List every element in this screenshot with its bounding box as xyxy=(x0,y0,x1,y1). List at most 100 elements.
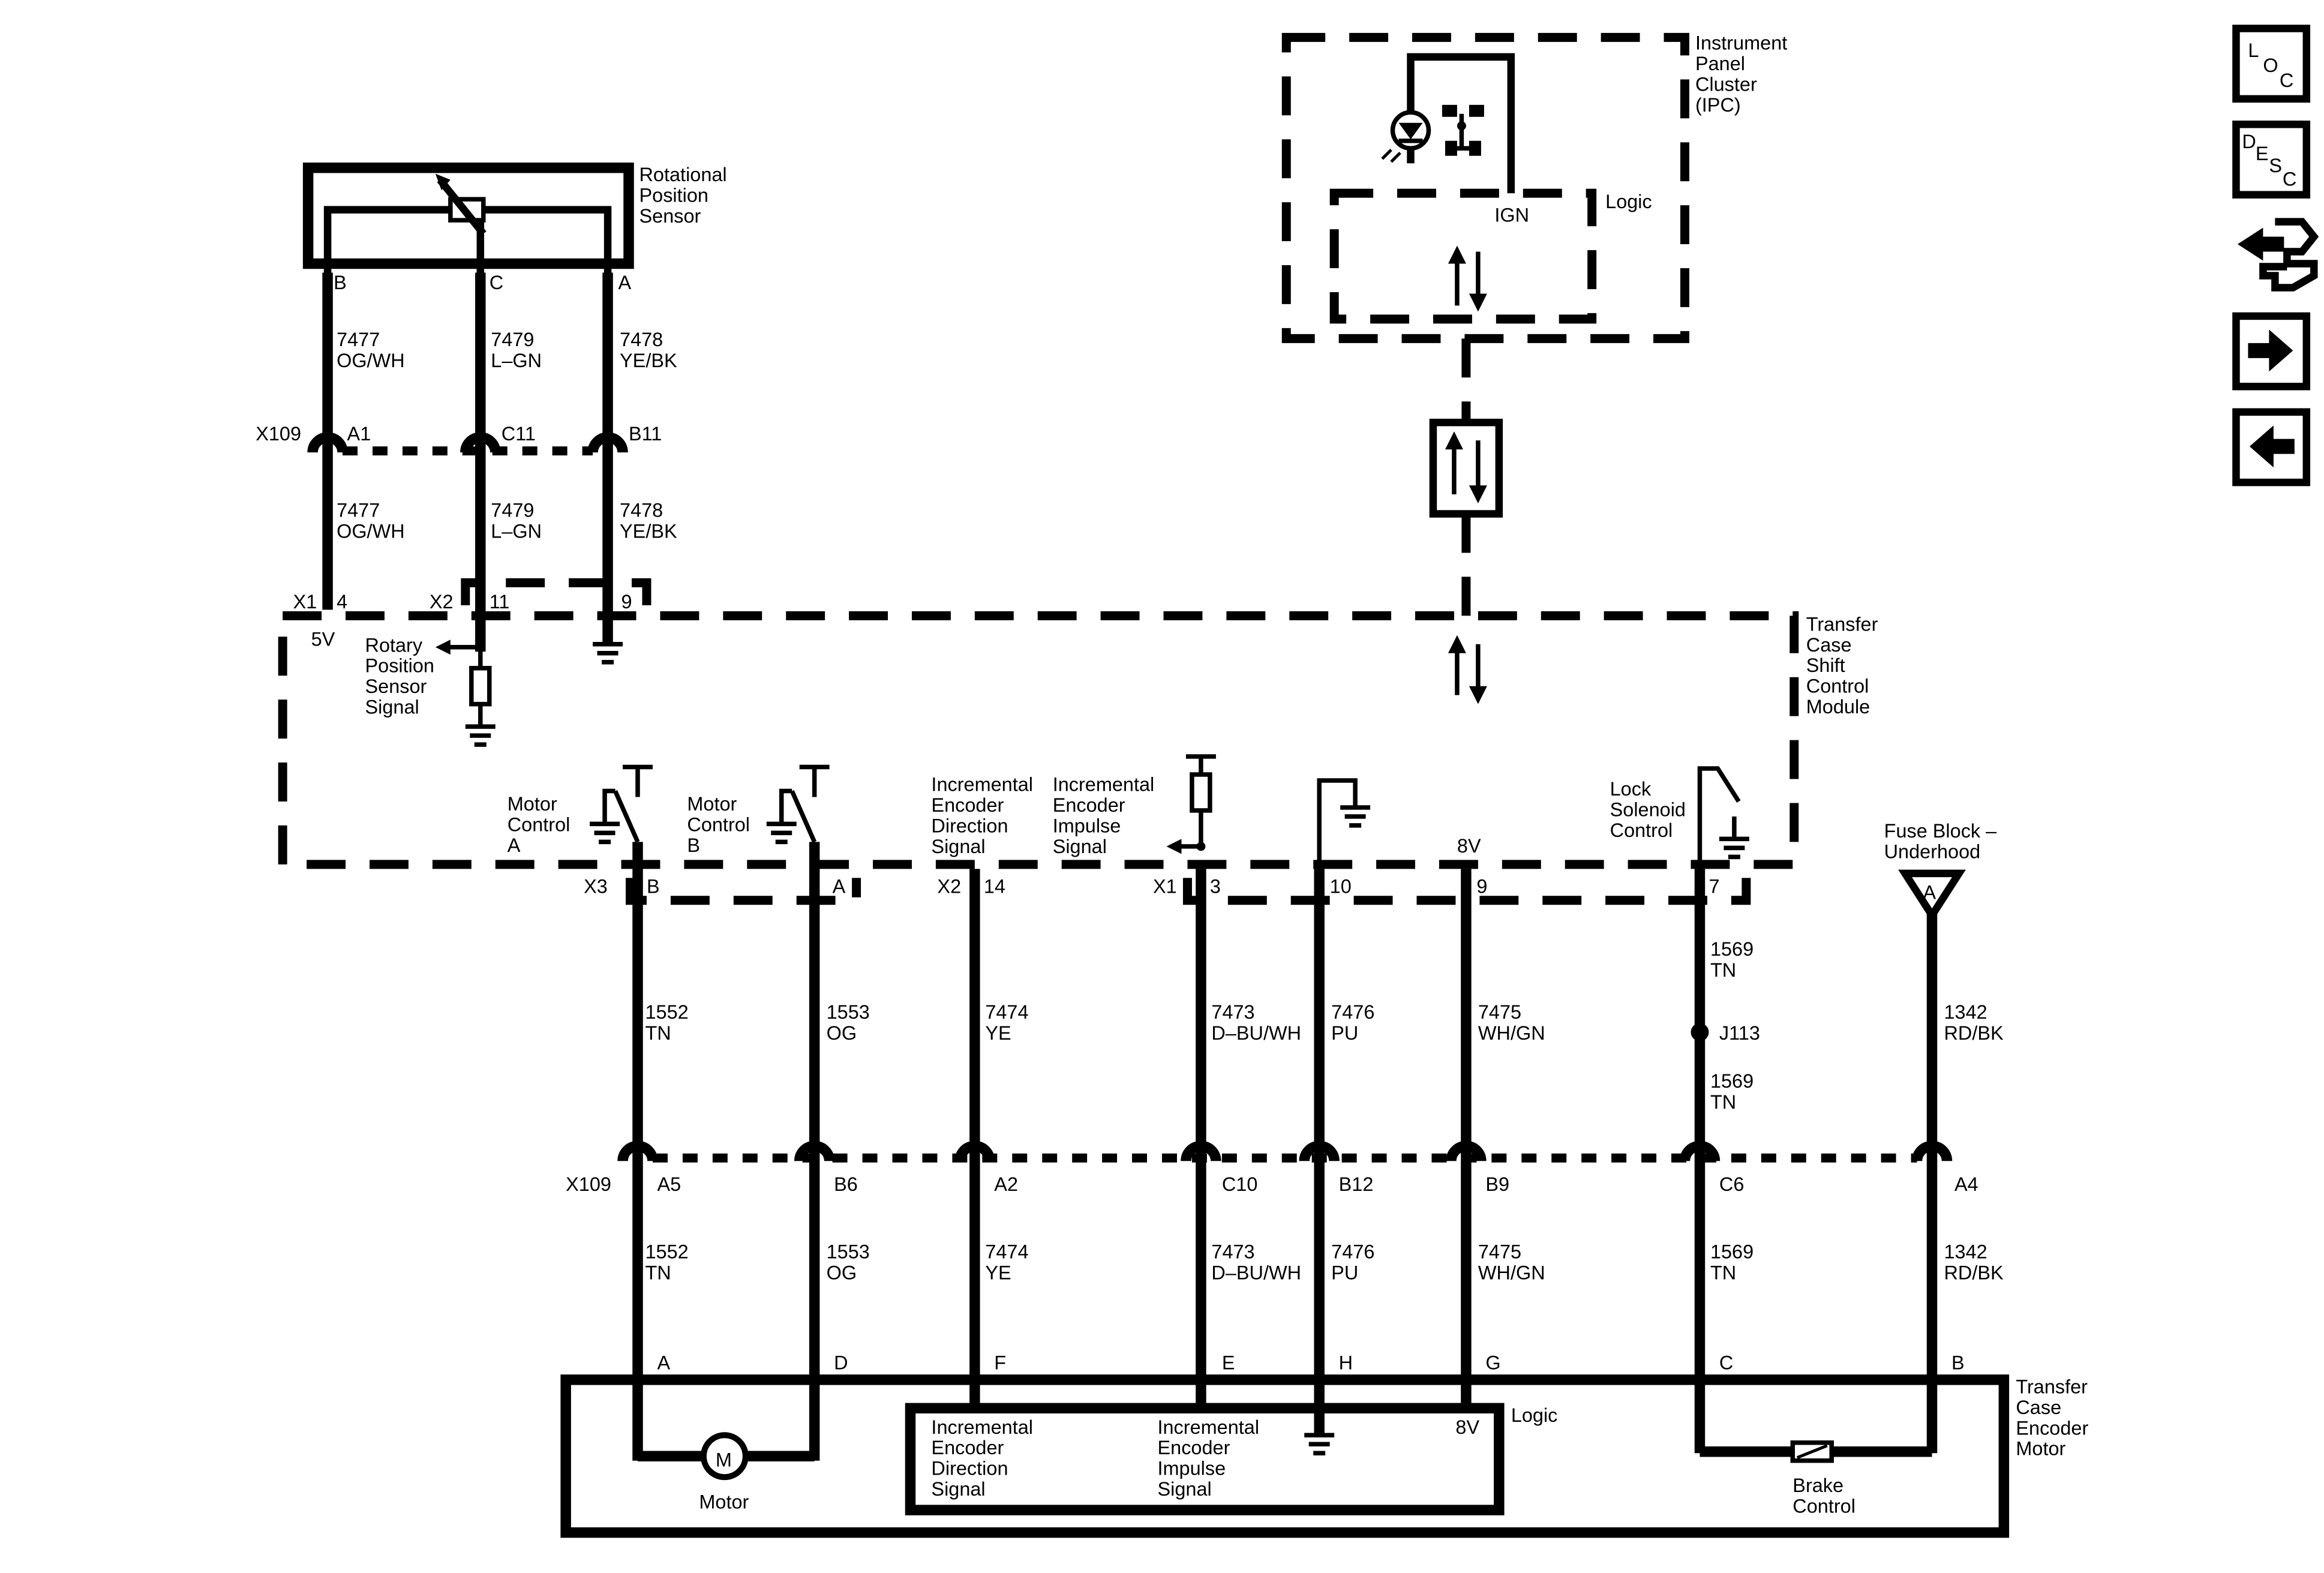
module-8v-label: 8V xyxy=(1457,835,1481,857)
connector-x1-lower-label: X1 xyxy=(1153,875,1177,897)
wire-label-7479-circuit-top: 7479 xyxy=(491,329,534,350)
wire-label-7473-color-bottom: D–BU/WH xyxy=(1211,1262,1301,1284)
wire-label-1552-circuit-bottom: 1552 xyxy=(645,1241,688,1263)
motor-pin-f: F xyxy=(994,1352,1006,1373)
motor-label: Motor xyxy=(699,1491,749,1513)
wire-label-1342-color-bottom: RD/BK xyxy=(1944,1262,2004,1284)
ground-icon xyxy=(593,642,623,665)
previous-page-button[interactable] xyxy=(2232,408,2311,487)
wire-label-1342-circuit-bottom: 1342 xyxy=(1944,1241,1987,1263)
pin-b11: B11 xyxy=(629,423,662,445)
motor-pin-a: A xyxy=(657,1352,670,1373)
wire-label-7476-color-bottom: PU xyxy=(1331,1262,1358,1284)
wire-label-1552-color-bottom: TN xyxy=(645,1262,671,1284)
wire-label-1342-color-top: RD/BK xyxy=(1944,1022,2004,1044)
wire-label-7477-color-bottom: OG/WH xyxy=(337,520,405,542)
wire-label-7476-circuit-top: 7476 xyxy=(1331,1001,1374,1023)
next-page-button[interactable] xyxy=(2232,312,2311,391)
wire-label-7473-color-top: D–BU/WH xyxy=(1211,1022,1301,1044)
wire-label-7476-circuit-bottom: 7476 xyxy=(1331,1241,1374,1263)
wire-label-7475-circuit-top: 7475 xyxy=(1478,1001,1521,1023)
sensor-pin-b: B xyxy=(334,272,347,293)
wire-label-1552-color-top: TN xyxy=(645,1022,671,1044)
motor-pin-c: C xyxy=(1719,1352,1733,1373)
loc-letter-l: L xyxy=(2248,40,2259,61)
pin-b9: B9 xyxy=(1485,1173,1509,1195)
data-arrows-icon xyxy=(1448,635,1487,704)
wire-label-7473-circuit-bottom: 7473 xyxy=(1211,1241,1254,1263)
loc-letter-c: C xyxy=(2280,70,2293,91)
pin-a2: A2 xyxy=(994,1173,1018,1195)
wire-label-7479-color-top: L–GN xyxy=(491,350,542,371)
fuse-block-label: Fuse Block –Underhood xyxy=(1884,820,1998,862)
instrument-panel-cluster: IGN xyxy=(1281,32,1689,343)
wire-label-7475-color-top: WH/GN xyxy=(1478,1022,1545,1044)
sensor-pin-c: C xyxy=(490,272,503,293)
wire-label-7473-circuit-top: 7473 xyxy=(1211,1001,1254,1023)
lock-solenoid-switch xyxy=(1697,766,1749,869)
module-pin-11: 11 xyxy=(490,591,510,613)
wire-label-1553-color-top: OG xyxy=(827,1022,857,1044)
module-pin-10: 10 xyxy=(1330,875,1352,897)
wire-label-7478-color-bottom: YE/BK xyxy=(620,520,677,542)
pin-b6: B6 xyxy=(834,1173,858,1195)
ground-icon xyxy=(1317,778,1371,869)
wire-label-1569-circuit-bottom: 1569 xyxy=(1710,1241,1753,1263)
pin-c6: C6 xyxy=(1719,1173,1744,1195)
wire-label-7474-color-bottom: YE xyxy=(985,1262,1011,1284)
serial-data-icon xyxy=(1429,418,1503,518)
connector-x2-upper-label: X2 xyxy=(430,591,454,613)
loc-button[interactable]: L O C xyxy=(2232,25,2311,103)
desc-letter-s: S xyxy=(2269,155,2282,176)
wire-label-1569-circuit-upper: 1569 xyxy=(1710,938,1753,960)
pin-a4: A4 xyxy=(1954,1173,1978,1195)
wire-label-1569-color-mid: TN xyxy=(1710,1091,1736,1113)
desc-button[interactable]: D E S C xyxy=(2232,121,2311,199)
wire-label-7477-circuit-bottom: 7477 xyxy=(337,500,380,521)
pin-b12: B12 xyxy=(1339,1173,1374,1195)
ipc-ign-label: IGN xyxy=(1494,205,1529,226)
four-wheel-drive-icon xyxy=(1442,104,1484,156)
wire-label-1569-color-bottom: TN xyxy=(1710,1262,1736,1284)
wire-label-1553-circuit-bottom: 1553 xyxy=(827,1241,870,1263)
pin-a5: A5 xyxy=(657,1173,681,1195)
ipc-logic-label: Logic xyxy=(1605,191,1652,212)
wire-label-1569-color-upper: TN xyxy=(1710,959,1736,981)
transfer-case-shift-control-module xyxy=(278,578,1799,905)
wire-label-7475-circuit-bottom: 7475 xyxy=(1478,1241,1521,1263)
connector-icon[interactable] xyxy=(2237,218,2319,292)
previous-arrow-icon xyxy=(2249,425,2295,468)
wire-label-7477-color-top: OG/WH xyxy=(337,350,405,371)
connector-x1-upper-label: X1 xyxy=(293,591,317,613)
wire-label-1342-circuit-top: 1342 xyxy=(1944,1001,1987,1023)
splice-j113 xyxy=(1691,1023,1709,1041)
module-pin-9: 9 xyxy=(621,591,632,613)
loc-letter-o: O xyxy=(2263,55,2278,76)
wire-label-1569-circuit-mid: 1569 xyxy=(1710,1070,1753,1092)
rotary-position-sensor-input xyxy=(435,640,496,747)
module-pin-b: B xyxy=(647,875,660,897)
desc-letter-c: C xyxy=(2283,169,2296,190)
wire-label-7479-circuit-bottom: 7479 xyxy=(491,500,534,521)
module-pin-a: A xyxy=(833,875,846,897)
wire-label-7474-circuit-top: 7474 xyxy=(985,1001,1028,1023)
motor-pin-e: E xyxy=(1222,1352,1235,1373)
wire-label-7475-color-bottom: WH/GN xyxy=(1478,1262,1545,1284)
motor-pin-d: D xyxy=(834,1352,848,1373)
module-pin-3: 3 xyxy=(1210,875,1221,897)
wire-label-7478-circuit-top: 7478 xyxy=(620,329,663,350)
splice-label: J113 xyxy=(1719,1022,1760,1044)
connector-x2-lower-label: X2 xyxy=(937,875,961,897)
motor-control-a-switch xyxy=(590,764,653,869)
transfer-case-encoder-motor: M xyxy=(560,1374,2010,1538)
